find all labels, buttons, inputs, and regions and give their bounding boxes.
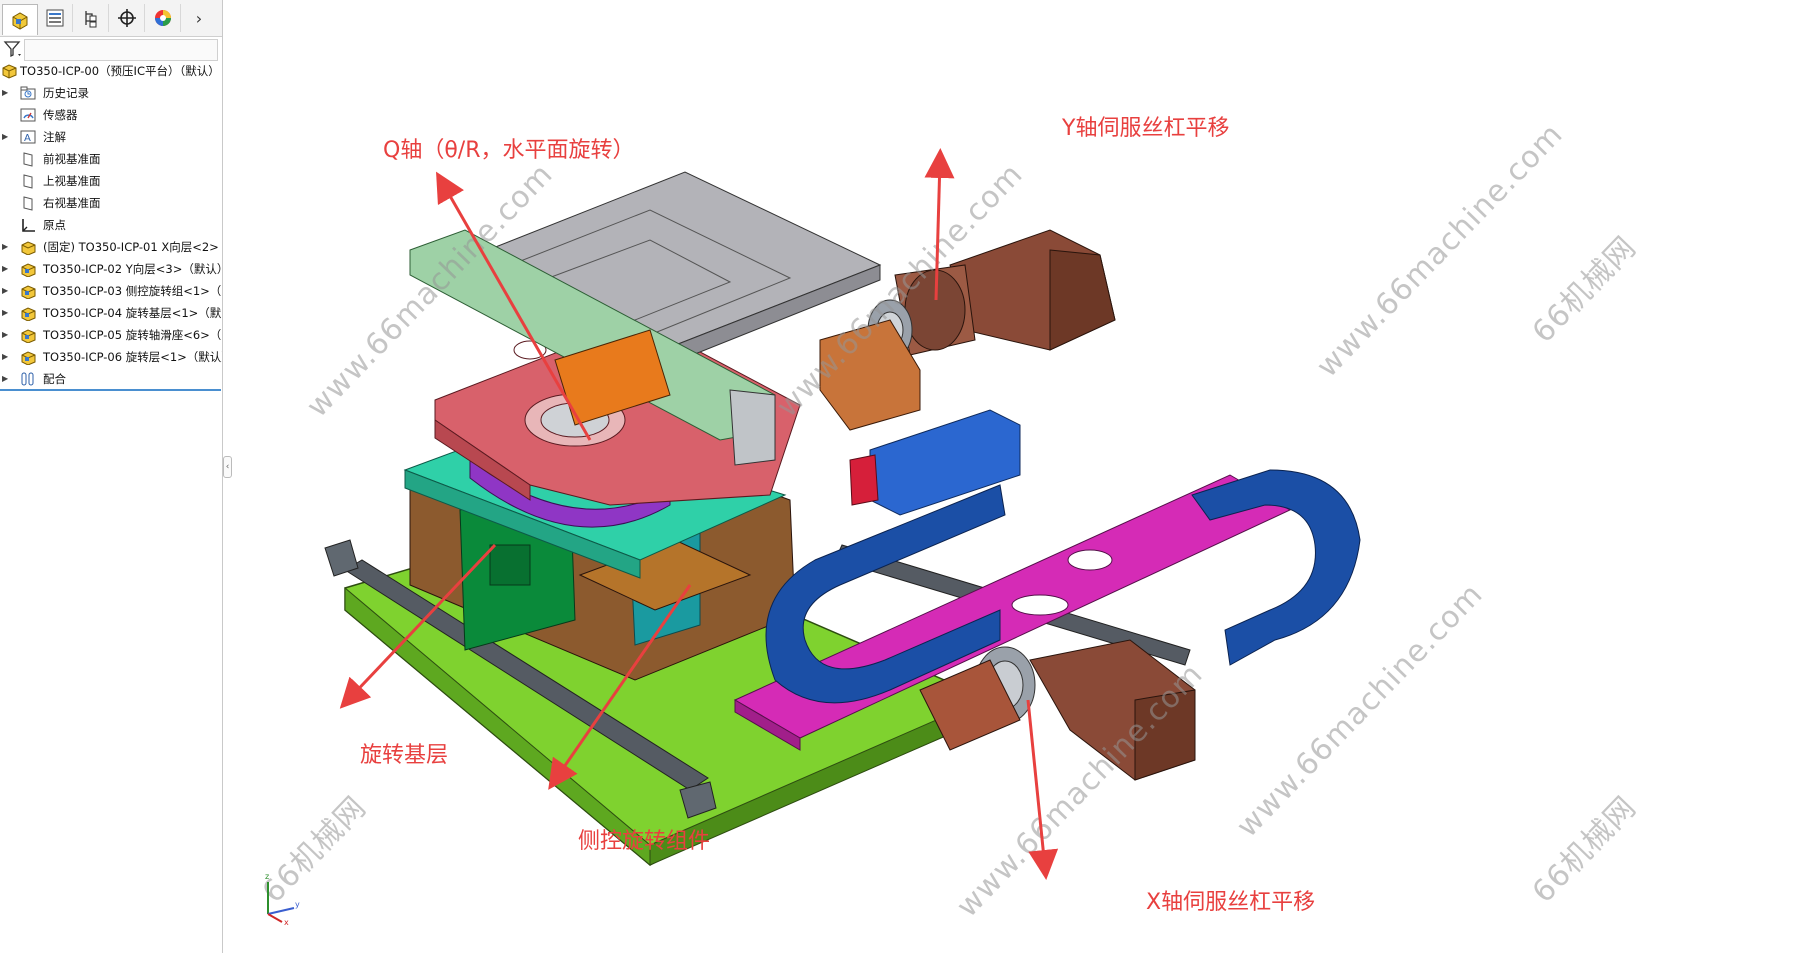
subassembly-icon [21,329,36,343]
tree-item-label: TO350-ICP-02 Y向层<3>（默认） [43,262,222,276]
tree-filter-input[interactable] [24,39,218,61]
svg-text:A: A [24,133,31,144]
expand-arrow-icon[interactable]: ▶ [2,264,9,273]
annotation-q-axis: Q轴（θ/R，水平面旋转） [383,138,635,163]
plane-icon [23,152,33,167]
drag-chain [765,469,1361,704]
annotation-rotation-base: 旋转基层 [360,743,449,768]
annotation-arrows [339,148,1059,880]
tree-item-label: TO350-ICP-04 旋转基层<1>（默 [43,306,222,320]
triad-y-label: y [295,900,300,909]
subassembly-icon [21,263,36,277]
expand-arrow-icon[interactable]: ▶ [2,308,9,317]
panel-splitter-handle[interactable]: ‹ [223,456,232,478]
tree-item-label: 右视基准面 [43,196,101,210]
rotation-bearing-ring [469,458,671,528]
tree-item-label: 注解 [43,130,66,144]
expand-arrow-icon[interactable]: ▶ [2,330,9,339]
annotation-side-rotation: 侧控旋转组件 [578,829,711,854]
tree-item-label: 前视基准面 [43,152,101,166]
tab-display-manager[interactable] [146,4,181,32]
expand-arrow-icon[interactable]: ▶ [2,88,9,97]
tree-item-x-layer[interactable]: ▶ (固定) TO350-ICP-01 X向层<2> [0,236,222,258]
tree-item-history[interactable]: ▶ 历史记录 [0,82,222,104]
annotation-x-axis: X轴伺服丝杠平移 [1146,890,1316,915]
configuration-icon [85,11,97,28]
subassembly-icon [21,285,36,299]
y-slide-block [554,319,921,431]
history-folder-icon [20,86,36,100]
subassembly-icon [21,307,36,321]
tree-item-label: 原点 [43,218,66,232]
fixed-part-icon [21,241,36,255]
assembly-icon [2,64,17,79]
tree-filter-bar [0,37,220,61]
tree-item-annotations[interactable]: ▶ A 注解 [0,126,222,148]
tree-item-right-plane[interactable]: 右视基准面 [0,192,222,214]
tree-item-label: TO350-ICP-06 旋转层<1>（默认） [43,350,222,364]
reference-triad-icon: z y x [265,872,300,926]
tree-item-side-rotation[interactable]: ▶ TO350-ICP-03 侧控旋转组<1>（ [0,280,222,302]
tab-overflow-button[interactable]: › [184,4,214,32]
property-list-icon [46,9,64,27]
tree-root-assembly[interactable]: TO350-ICP-00（预压IC平台）（默认） [0,60,222,82]
expand-arrow-icon[interactable]: ▶ [2,132,9,141]
tree-item-front-plane[interactable]: 前视基准面 [0,148,222,170]
sensor-icon [20,108,36,122]
annotation-y-axis: Y轴伺服丝杠平移 [1062,116,1230,141]
cad-assembly-model[interactable] [230,0,1806,953]
tree-item-label: 上视基准面 [43,174,101,188]
tab-configuration-manager[interactable] [74,4,109,32]
tree-item-label: TO350-ICP-03 侧控旋转组<1>（ [43,284,222,298]
expand-arrow-icon[interactable]: ▶ [2,374,9,383]
feature-manager-panel: › TO350-ICP-00（预压IC平台）（默认） ▶ 历史记录 传感器 ▶ … [0,0,223,953]
x-axis-motor [919,639,1196,781]
subassembly-icon [21,351,36,365]
tree-item-label: TO350-ICP-05 旋转轴滑座<6>（ [43,328,222,342]
color-wheel-icon [155,10,171,26]
chevron-right-icon: › [195,8,203,28]
mates-icon [21,372,34,386]
tab-dimxpert-manager[interactable] [110,4,145,32]
tree-item-origin[interactable]: 原点 [0,214,222,236]
rotation-servo [849,409,1021,516]
funnel-filter-icon[interactable] [3,39,23,59]
tree-item-rotation-slide[interactable]: ▶ TO350-ICP-05 旋转轴滑座<6>（ [0,324,222,346]
tree-rollback-bar[interactable] [0,389,221,391]
side-rotation-arrow [548,584,692,790]
assembly-tree-icon [12,12,28,30]
triad-x-label: x [284,918,289,926]
tree-item-label: 配合 [43,372,66,386]
expand-arrow-icon[interactable]: ▶ [2,286,9,295]
tree-item-label: (固定) TO350-ICP-01 X向层<2> [43,240,219,254]
crosshair-icon [118,9,136,27]
tree-item-mates[interactable]: ▶ 配合 [0,368,222,390]
plane-icon [23,174,33,189]
rotation-base-arrow [339,543,497,709]
graphics-viewport[interactable]: www.66machine.com 66机械网 www.66machine.co… [230,0,1806,953]
annotation-icon: A [20,130,36,144]
expand-arrow-icon[interactable]: ▶ [2,352,9,361]
plane-icon [23,196,33,211]
tree-item-label: 历史记录 [43,86,89,100]
y-axis-arrow [924,148,955,301]
triad-z-label: z [265,872,269,881]
tree-item-y-layer[interactable]: ▶ TO350-ICP-02 Y向层<3>（默认） [0,258,222,280]
tree-item-rotation-layer[interactable]: ▶ TO350-ICP-06 旋转层<1>（默认） [0,346,222,368]
expand-arrow-icon[interactable]: ▶ [2,242,9,251]
q-axis-arrow [436,171,592,441]
tab-feature-manager[interactable] [2,4,38,35]
tree-item-top-plane[interactable]: 上视基准面 [0,170,222,192]
tab-property-manager[interactable] [38,4,73,32]
tree-item-label: 传感器 [43,108,78,122]
tree-item-sensors[interactable]: 传感器 [0,104,222,126]
manager-tabbar: › [0,0,222,37]
x-axis-arrow [1026,699,1059,880]
origin-icon [22,219,35,232]
tree-item-rotation-base[interactable]: ▶ TO350-ICP-04 旋转基层<1>（默 [0,302,222,324]
tree-root-label: TO350-ICP-00（预压IC平台）（默认） [20,64,220,78]
